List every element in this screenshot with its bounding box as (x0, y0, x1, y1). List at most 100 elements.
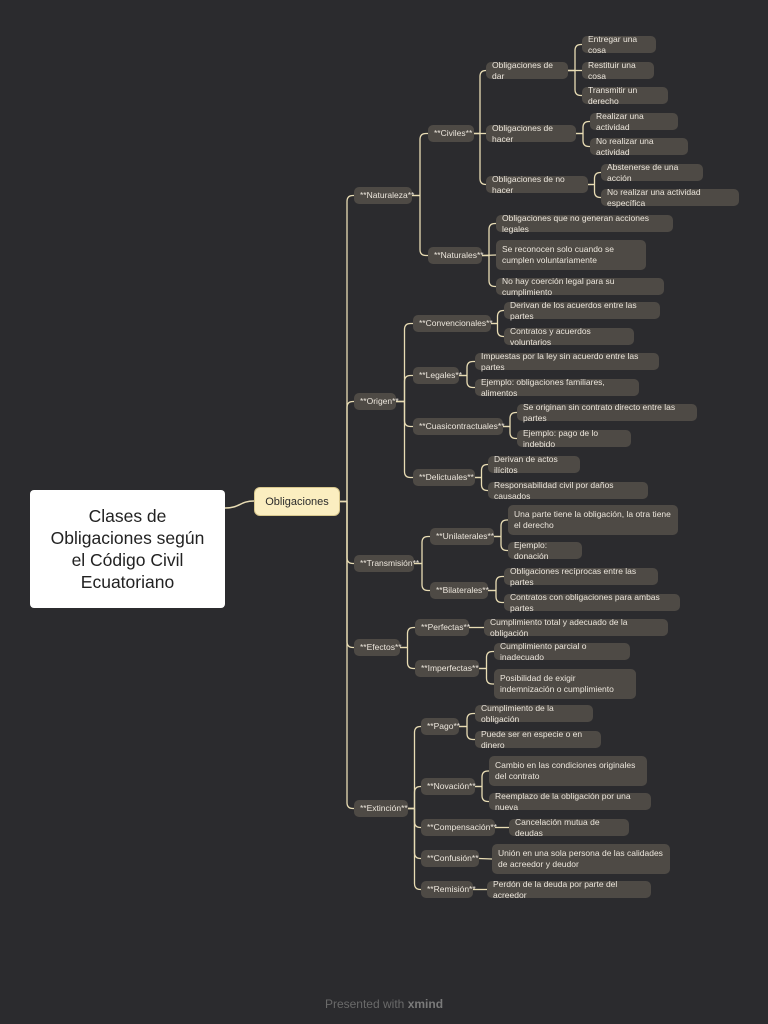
connector (474, 69, 487, 135)
leaf[interactable]: No realizar una actividad (590, 136, 688, 157)
leaf[interactable]: No realizar una actividad específica (601, 187, 739, 208)
connector (340, 400, 354, 503)
connector (475, 770, 489, 788)
leaf[interactable]: Obligaciones que no generan acciones leg… (496, 213, 673, 234)
leaf[interactable]: Responsabilidad civil por daños causados (488, 480, 648, 501)
subtopic-dar[interactable]: Obligaciones de dar (486, 60, 568, 81)
central-topic[interactable]: Obligaciones (254, 487, 340, 516)
leaf[interactable]: Se reconocen solo cuando se cumplen volu… (496, 240, 646, 270)
subtopic-compensacion[interactable]: **Compensación** (421, 819, 497, 836)
connector (479, 667, 494, 685)
connector (408, 785, 421, 810)
leaf[interactable]: Cumplimiento total y adecuado de la obli… (484, 617, 668, 638)
leaf[interactable]: Abstenerse de una acción (601, 162, 703, 183)
branch-naturaleza[interactable]: **Naturaleza** (354, 187, 414, 204)
footer-credit: Presented with xmind (0, 997, 768, 1011)
connector (576, 132, 590, 148)
connector (503, 411, 517, 428)
leaf[interactable]: Ejemplo: donación (508, 540, 582, 561)
leaf[interactable]: Cumplimiento de la obligación (475, 703, 593, 724)
connector (482, 254, 496, 288)
leaf[interactable]: Posibilidad de exigir indemnización o cu… (494, 669, 636, 699)
connector (459, 712, 475, 728)
leaf[interactable]: Derivan de los acuerdos entre las partes (504, 300, 660, 321)
connector (488, 589, 504, 604)
connector (576, 120, 590, 135)
subtopic-hacer[interactable]: Obligaciones de hacer (486, 123, 576, 144)
subtopic-legales[interactable]: **Legales** (413, 367, 462, 384)
branch-extincion[interactable]: **Extinción** (354, 800, 408, 817)
connector (396, 400, 413, 479)
connector (459, 725, 475, 741)
connector (408, 807, 421, 891)
subtopic-novacion[interactable]: **Novación** (421, 778, 476, 795)
connector (568, 43, 582, 72)
connector (414, 562, 430, 592)
connector (475, 785, 489, 803)
title-text: Clases de Obligaciones según el Código C… (50, 506, 205, 592)
connector (475, 463, 488, 479)
leaf[interactable]: Obligaciones recíprocas entre las partes (504, 566, 658, 587)
branch-efectos[interactable]: **Efectos** (354, 639, 402, 656)
subtopic-perfectas[interactable]: **Perfectas** (415, 619, 470, 636)
leaf[interactable]: Unión en una sola persona de las calidad… (492, 844, 670, 874)
leaf[interactable]: Contratos y acuerdos voluntarios (504, 326, 634, 347)
connector (459, 374, 475, 389)
leaf[interactable]: Restituir una cosa (582, 60, 654, 81)
connector (412, 194, 428, 257)
subtopic-pago[interactable]: **Pago** (421, 718, 460, 735)
connector (478, 857, 493, 860)
subtopic-cuasicontractuales[interactable]: **Cuasicontractuales** (413, 418, 505, 435)
subtopic-confusion[interactable]: **Confusión** (421, 850, 479, 867)
connector (491, 322, 504, 338)
leaf[interactable]: Derivan de actos ilícitos (488, 454, 580, 475)
connector (340, 500, 354, 810)
connector (482, 222, 496, 257)
subtopic-unilaterales[interactable]: **Unilaterales** (430, 528, 494, 545)
subtopic-delictuales[interactable]: **Delictuales** (413, 469, 475, 486)
branch-origen[interactable]: **Origen** (354, 393, 399, 410)
subtopic-convencionales[interactable]: **Convencionales** (413, 315, 493, 332)
leaf[interactable]: Entregar una cosa (582, 34, 656, 55)
title-card[interactable]: Clases de Obligaciones según el Código C… (30, 490, 225, 608)
branch-transmision[interactable]: **Transmisión** (354, 555, 419, 572)
leaf[interactable]: Perdón de la deuda por parte del acreedo… (487, 879, 651, 900)
connector (400, 646, 415, 670)
leaf[interactable]: Puede ser en especie o en dinero (475, 729, 601, 750)
subtopic-no-hacer[interactable]: Obligaciones de no hacer (486, 174, 588, 195)
subtopic-remision[interactable]: **Remisión** (421, 881, 476, 898)
leaf[interactable]: Ejemplo: pago de lo indebido (517, 428, 631, 449)
leaf[interactable]: Impuestas por la ley sin acuerdo entre l… (475, 351, 659, 372)
connector (588, 183, 601, 199)
leaf[interactable]: No hay coerción legal para su cumplimien… (496, 276, 664, 297)
leaf[interactable]: Transmitir un derecho (582, 85, 668, 106)
subtopic-imperfectas[interactable]: **Imperfectas** (415, 660, 479, 677)
central-topic-label: Obligaciones (265, 495, 329, 508)
connector (568, 69, 582, 97)
leaf[interactable]: Realizar una actividad (590, 111, 678, 132)
leaf[interactable]: Cancelación mutua de deudas (509, 817, 629, 838)
connector (488, 575, 504, 592)
leaf[interactable]: Reemplazo de la obligación por una nueva (489, 791, 651, 812)
subtopic-naturales[interactable]: **Naturales** (428, 247, 484, 264)
leaf[interactable]: Cumplimiento parcial o inadecuado (494, 641, 630, 662)
leaf[interactable]: Ejemplo: obligaciones familiares, alimen… (475, 377, 639, 398)
connector (412, 132, 428, 197)
xmind-logo: xmind (407, 997, 444, 1011)
leaf[interactable]: Cambio en las condiciones originales del… (489, 756, 647, 786)
footer-prefix: Presented with (324, 997, 405, 1011)
leaf[interactable]: Se originan sin contrato directo entre l… (517, 402, 697, 423)
leaf[interactable]: Contratos con obligaciones para ambas pa… (504, 592, 680, 613)
subtopic-civiles[interactable]: **Civiles** (428, 125, 474, 142)
connector (494, 535, 508, 552)
leaf[interactable]: Una parte tiene la obligación, la otra t… (508, 505, 678, 535)
subtopic-bilaterales[interactable]: **Bilaterales** (430, 582, 489, 599)
connector (503, 425, 517, 440)
connector (224, 500, 255, 509)
connector (479, 650, 494, 670)
connector (494, 519, 508, 538)
connector (588, 171, 601, 186)
connector (474, 132, 487, 186)
